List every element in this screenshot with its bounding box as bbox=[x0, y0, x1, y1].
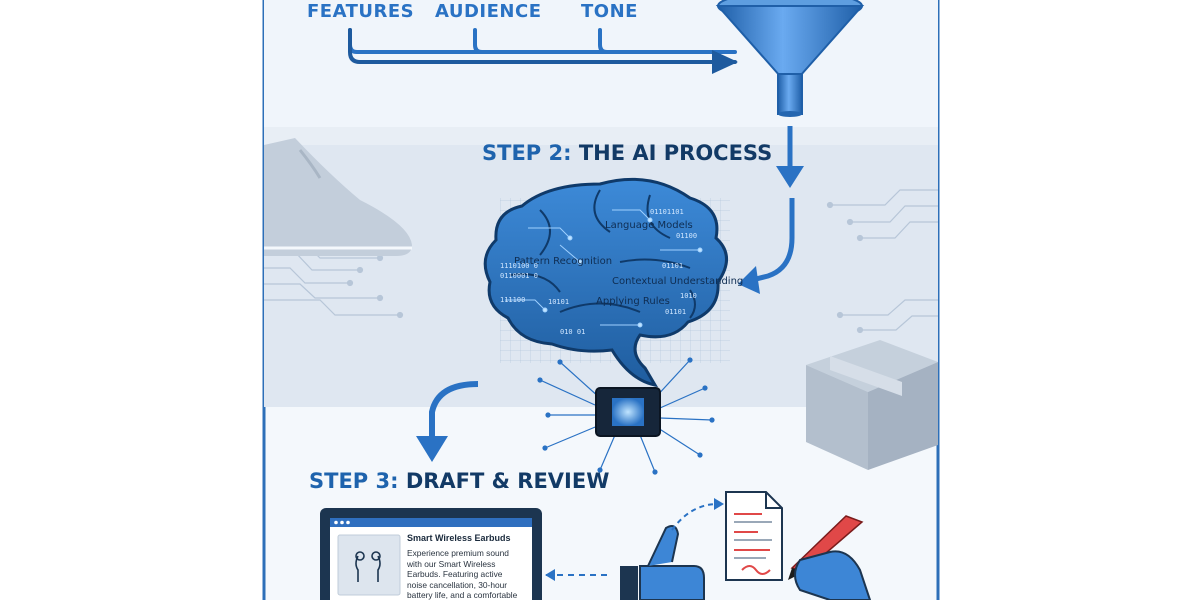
step2-band-top bbox=[264, 127, 938, 145]
box-icon bbox=[806, 340, 938, 470]
step3-heading: STEP 3: DRAFT & REVIEW bbox=[309, 469, 609, 493]
thumbs-up-icon bbox=[620, 525, 705, 600]
step2-title: THE AI PROCESS bbox=[578, 141, 773, 165]
product-description: Experience premium sound with our Smart … bbox=[407, 548, 518, 600]
binary-snippet: 010 01 bbox=[560, 328, 586, 336]
funnel-icon bbox=[715, 0, 865, 117]
binary-snippet: 01100 bbox=[676, 232, 698, 240]
step2-heading: STEP 2: THE AI PROCESS bbox=[482, 141, 772, 165]
step3-prefix: STEP 3: bbox=[309, 469, 399, 493]
binary-snippet: 01101 bbox=[662, 262, 684, 270]
hand-glove-icon bbox=[794, 550, 872, 600]
to-draft-arrow bbox=[416, 381, 479, 462]
review-dashed-arrowhead bbox=[545, 569, 555, 581]
brain-label-language-models: Language Models bbox=[605, 220, 693, 231]
step1-input-audience: AUDIENCE bbox=[435, 1, 542, 22]
binary-snippet: 01101 bbox=[665, 308, 687, 316]
shoe-icon bbox=[264, 138, 412, 256]
binary-snippet: 10101 bbox=[548, 298, 570, 306]
circuit-traces-right bbox=[826, 189, 938, 334]
step1-input-features: FEATURES bbox=[307, 1, 415, 22]
brain-label-contextual-understanding: Contextual Understanding bbox=[612, 276, 744, 287]
binary-snippet: 1010 bbox=[680, 292, 697, 300]
step1-arrow-head bbox=[712, 50, 738, 74]
step2-prefix: STEP 2: bbox=[482, 141, 572, 165]
step1-input-tone: TONE bbox=[581, 1, 638, 22]
step1-flow-arrows bbox=[348, 28, 737, 64]
product-title: Smart Wireless Earbuds bbox=[407, 533, 511, 543]
step3-title: DRAFT & REVIEW bbox=[405, 469, 610, 493]
chip-icon bbox=[595, 387, 661, 437]
doc-dashed-arrowhead bbox=[714, 498, 724, 510]
brain-label-pattern-recognition: Pattern Recognition bbox=[514, 256, 613, 267]
binary-snippet: 1110100 0 bbox=[500, 262, 538, 270]
to-brain-arrow bbox=[738, 198, 795, 294]
brain-icon bbox=[483, 177, 728, 388]
brain-label-applying-rules: Applying Rules bbox=[596, 296, 670, 307]
binary-snippet: 01101101 bbox=[650, 208, 684, 216]
doc-dashed-arrow bbox=[671, 503, 717, 531]
document-icon bbox=[725, 491, 783, 581]
binary-snippet: 0110001 0 bbox=[500, 272, 538, 280]
funnel-down-arrow bbox=[776, 126, 804, 188]
laptop-icon bbox=[320, 508, 542, 600]
earbuds-icon bbox=[355, 551, 381, 582]
binary-snippet: 111100 bbox=[500, 296, 526, 304]
